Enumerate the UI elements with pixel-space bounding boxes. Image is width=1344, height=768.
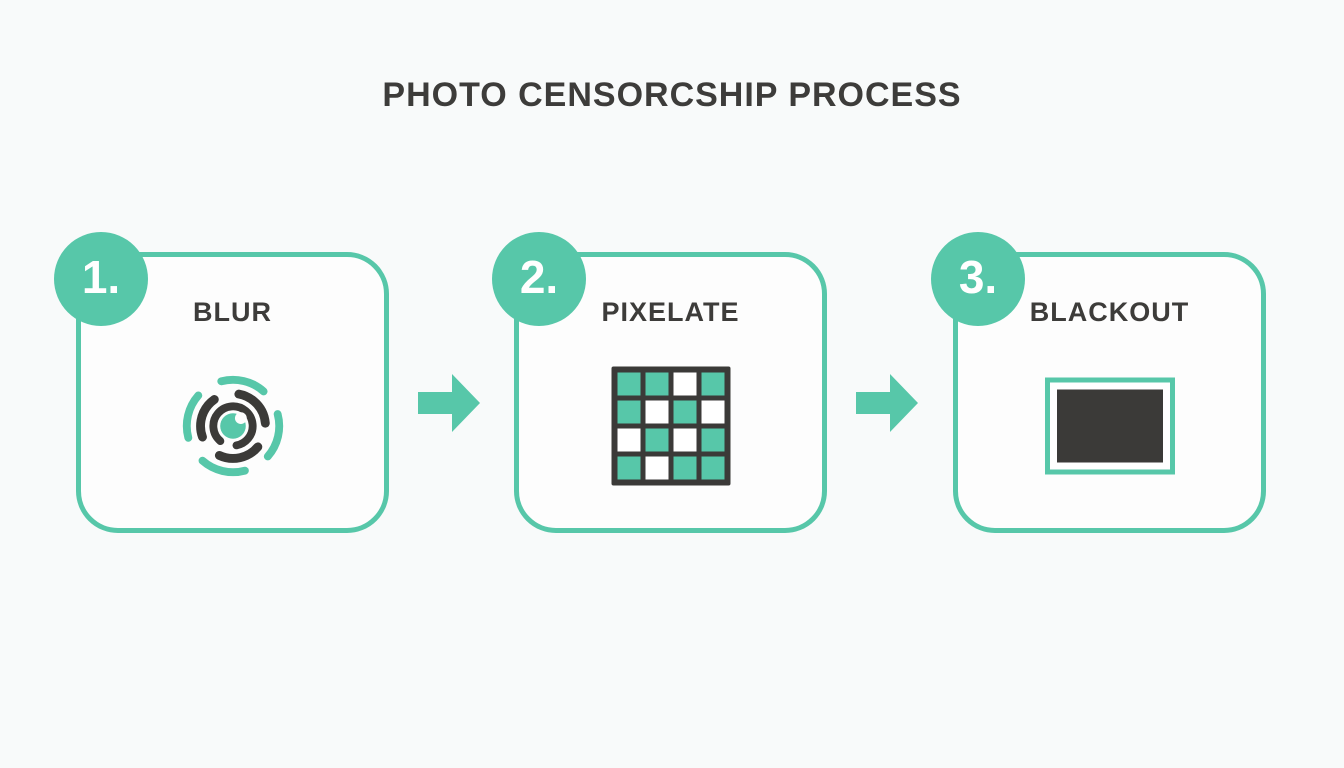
- blackout-fill-rect: [1056, 389, 1163, 463]
- pixel-cell: [701, 400, 724, 424]
- step-box-pixelate: 2. PIXELATE: [492, 232, 827, 533]
- step-number-badge: 1.: [54, 232, 148, 326]
- pixel-cell: [645, 428, 668, 452]
- pixel-cell: [617, 400, 640, 424]
- page-title: PHOTO CENSORCSHIP PROCESS: [382, 76, 962, 114]
- pixel-cell: [701, 428, 724, 452]
- step-label-pixelate: PIXELATE: [601, 297, 740, 327]
- arrow-right-icon: [418, 374, 480, 432]
- pixel-cell: [673, 372, 696, 396]
- step-number-badge: 3.: [931, 232, 1025, 326]
- step-box-blur: 1. BLUR: [54, 232, 389, 533]
- pixel-cell: [645, 400, 668, 424]
- pixel-cell: [673, 456, 696, 480]
- pixel-cell: [617, 372, 640, 396]
- pixel-cell: [673, 400, 696, 424]
- step-number-badge: 2.: [492, 232, 586, 326]
- pixel-cell: [673, 428, 696, 452]
- step-box-blackout: 3. BLACKOUT: [931, 232, 1266, 533]
- pixel-cell: [701, 456, 724, 480]
- pixelate-icon: [611, 366, 730, 486]
- pixel-cell: [701, 372, 724, 396]
- pixel-cell: [645, 372, 668, 396]
- arrow-right-icon: [856, 374, 918, 432]
- step-label-blur: BLUR: [193, 297, 272, 327]
- blackout-icon: [1044, 377, 1175, 475]
- step-label-blackout: BLACKOUT: [1029, 297, 1190, 327]
- pixel-cell: [617, 456, 640, 480]
- blur-icon: [174, 367, 292, 485]
- pixel-cell: [645, 456, 668, 480]
- pixel-cell: [617, 428, 640, 452]
